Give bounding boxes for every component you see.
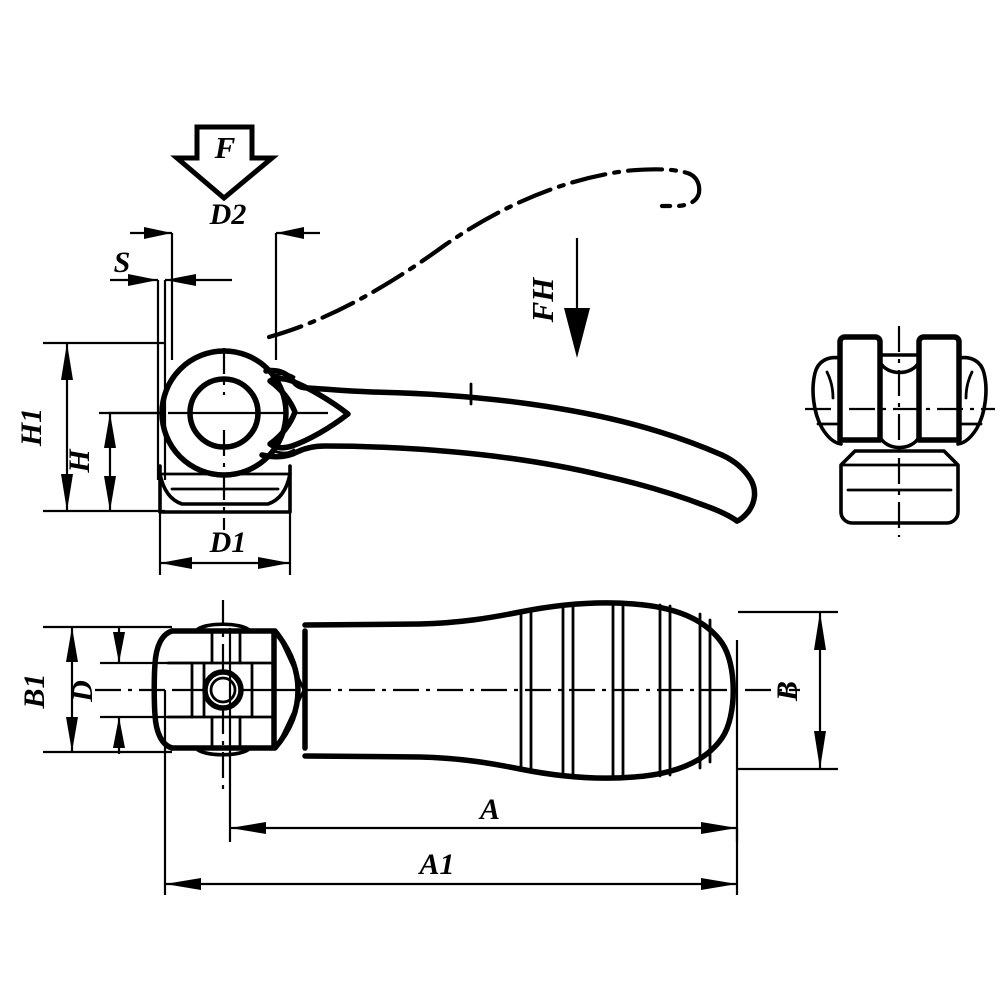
end-elevation-view xyxy=(805,326,995,537)
dim-d2-arrow-left xyxy=(144,227,172,239)
end-view-left-cam-detail xyxy=(825,370,835,400)
dimension-b: B xyxy=(738,610,838,771)
dim-a-arrow-left xyxy=(230,822,266,834)
dim-h1-arrow-top xyxy=(61,343,73,380)
hub-arm-joint-top xyxy=(270,372,296,379)
dim-d1-arrow-right xyxy=(258,557,290,569)
dim-a-label: A xyxy=(478,793,500,826)
force-arrow-f-shape xyxy=(170,124,279,202)
dim-a-arrow-right xyxy=(701,822,737,834)
dim-b1-arrow-bottom xyxy=(66,717,78,752)
dim-d-label: D xyxy=(66,680,99,703)
dim-h1-label: H1 xyxy=(15,408,48,447)
dim-s-arrow-left xyxy=(128,274,158,286)
dimension-a: A xyxy=(228,628,739,842)
lever-arm-tip xyxy=(719,452,758,524)
dim-d2-arrow-right xyxy=(276,227,304,239)
dim-a1-arrow-right xyxy=(701,878,737,890)
dimension-d1: D1 xyxy=(158,466,292,575)
dim-d-arrow-top xyxy=(113,632,125,663)
dimension-h: H xyxy=(63,411,160,511)
dimension-a1: A1 xyxy=(163,690,739,895)
dimension-s: S xyxy=(110,246,232,480)
dim-d-arrow-bottom xyxy=(113,717,125,748)
side-elevation-view: D2 S H1 H xyxy=(15,167,758,575)
dimension-d2: D2 xyxy=(130,198,320,360)
dim-h1-arrow-bottom xyxy=(61,474,73,511)
dim-h-label: H xyxy=(63,448,96,474)
hub-arm-joint-bottom xyxy=(270,448,296,455)
plan-cam-diag-2 xyxy=(275,688,306,749)
dim-d1-arrow-left xyxy=(160,557,192,569)
dimension-b1: B1 xyxy=(18,625,172,754)
force-arrow-fh: FH xyxy=(525,238,590,358)
end-view-left-prong xyxy=(837,334,883,443)
dim-b1-label: B1 xyxy=(18,673,51,709)
force-arrow-fh-head xyxy=(564,308,590,358)
plan-bore-inner-circle xyxy=(209,676,237,704)
plan-view: B1 D B A xyxy=(18,600,838,895)
dimension-d: D xyxy=(66,626,192,754)
dim-h-arrow-bottom xyxy=(104,476,116,511)
base-block-chamfer xyxy=(158,472,292,506)
force-arrow-fh-label: FH xyxy=(525,277,560,324)
dimension-h1: H1 xyxy=(15,341,165,513)
dim-h-arrow-top xyxy=(104,413,116,448)
dim-a1-label: A1 xyxy=(417,848,454,881)
plan-handle-outline xyxy=(302,600,736,781)
dim-b-label: B xyxy=(771,681,804,702)
dim-b-arrow-bottom xyxy=(814,731,826,769)
dim-d1-label: D1 xyxy=(209,526,247,559)
end-view-right-cam-detail xyxy=(964,370,974,400)
end-view-right-cam-lobe xyxy=(956,355,988,446)
end-view-base-block xyxy=(839,449,960,525)
plan-cam-diag-1 xyxy=(275,630,306,692)
end-view-left-cam-lobe xyxy=(811,355,843,446)
lever-swept-path-arc xyxy=(266,167,693,340)
cam-hub-hidden-arc xyxy=(177,356,197,374)
dim-d2-label: D2 xyxy=(209,198,247,231)
dim-s-arrow-right xyxy=(165,274,196,286)
force-arrow-f: F xyxy=(170,124,279,202)
dim-b1-arrow-top xyxy=(66,627,78,662)
dim-a1-arrow-left xyxy=(165,878,201,890)
force-arrow-f-label: F xyxy=(214,130,236,165)
end-view-right-prong xyxy=(916,334,962,443)
dim-s-label: S xyxy=(114,246,131,279)
lever-arm-bottom-edge xyxy=(259,443,740,524)
dim-b-arrow-top xyxy=(814,612,826,650)
lever-swept-path-end xyxy=(659,171,702,209)
cam-recess-chevron xyxy=(267,376,351,451)
